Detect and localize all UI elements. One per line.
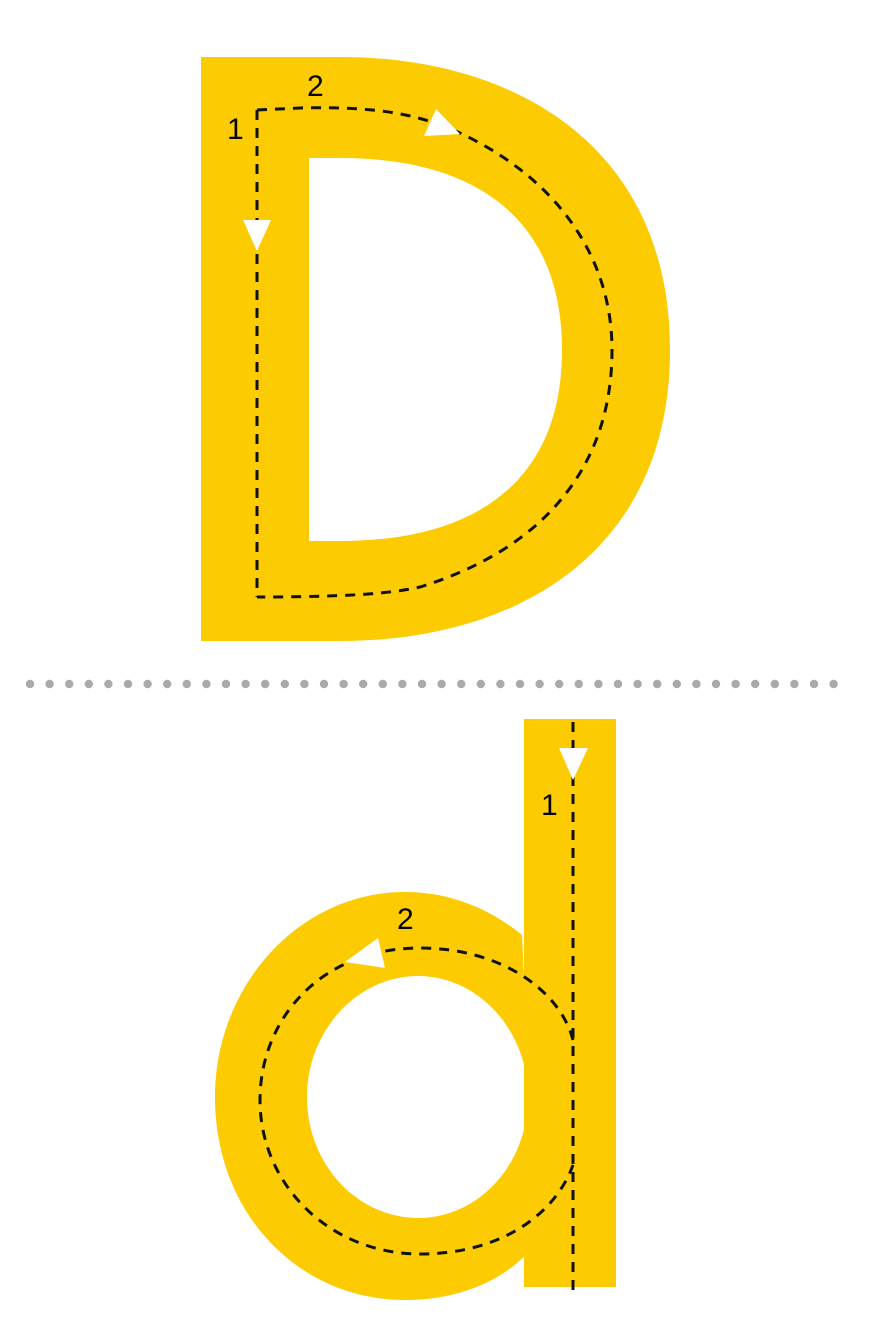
separator-dot <box>457 679 466 689</box>
separator-dot <box>163 679 172 689</box>
separator-dot <box>594 679 603 689</box>
separator-dot <box>84 679 94 689</box>
separator-dot <box>65 679 74 689</box>
separator-dot <box>398 679 407 689</box>
separator-dot <box>25 679 35 689</box>
separator-dot <box>790 679 799 689</box>
uppercase-stroke-2-number: 2 <box>307 70 324 103</box>
separator-dot <box>476 679 485 689</box>
separator-dot <box>182 679 191 689</box>
separator-dot <box>437 679 446 689</box>
separator-dot <box>241 679 250 689</box>
separator-dot <box>319 679 329 689</box>
separator-dot <box>809 679 819 689</box>
separator-dot <box>770 679 779 689</box>
separator-dot <box>555 679 564 689</box>
separator-dot <box>829 679 838 689</box>
separator-dot <box>45 679 54 689</box>
lowercase-stroke-2-guide <box>258 946 575 1256</box>
separator-dot <box>515 679 525 689</box>
direction-arrow-icon <box>345 938 385 968</box>
separator-dot <box>143 679 152 689</box>
uppercase-stroke-1-number: 1 <box>227 113 244 146</box>
separator-dot <box>261 679 270 689</box>
separator-dot <box>633 679 642 689</box>
separator-dot <box>280 679 289 689</box>
lowercase-stroke-1-number: 1 <box>541 789 558 822</box>
uppercase-letter-group: 1 2 <box>201 57 670 641</box>
separator-dot <box>104 679 113 689</box>
separator-dot <box>613 679 623 689</box>
direction-arrow-icon <box>559 748 588 780</box>
uppercase-stroke-2-guide <box>256 106 614 599</box>
separator-dot <box>535 679 544 689</box>
lowercase-stroke-2-number: 2 <box>397 903 414 936</box>
separator-dot <box>123 679 133 689</box>
separator-dot <box>711 679 721 689</box>
direction-arrow-icon <box>243 220 271 251</box>
separator-dot <box>300 679 309 689</box>
separator-dot <box>339 679 348 689</box>
separator-dot <box>496 679 505 689</box>
separator-dot <box>574 679 583 689</box>
direction-arrow-icon <box>424 109 460 136</box>
separator-dot <box>359 679 368 689</box>
separator-dot <box>751 679 760 689</box>
separator-dot <box>731 679 740 689</box>
separator-dot <box>653 679 662 689</box>
separator-dot <box>221 679 231 689</box>
dotted-separator-line <box>25 679 838 689</box>
separator-dot <box>672 679 681 689</box>
separator-dot <box>692 679 701 689</box>
separator-dot <box>417 679 427 689</box>
uppercase-letter-shape <box>201 57 670 641</box>
separator-dot <box>202 679 211 689</box>
separator-dot <box>378 679 387 689</box>
lowercase-letter-group: 1 2 <box>215 719 616 1300</box>
